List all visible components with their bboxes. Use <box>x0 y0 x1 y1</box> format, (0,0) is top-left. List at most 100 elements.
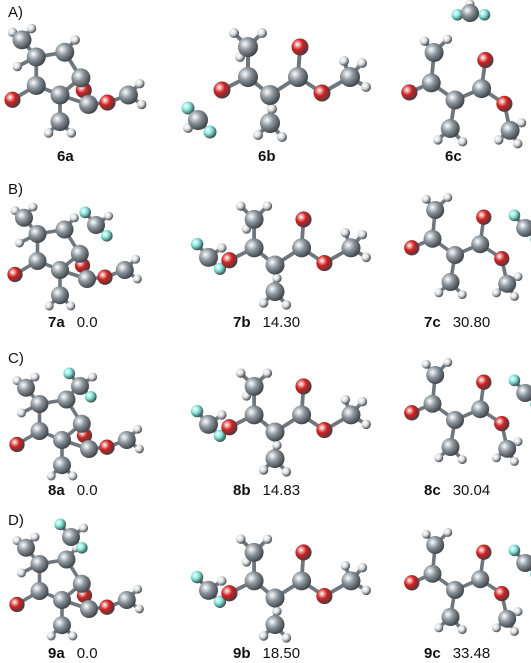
carbon-atom <box>341 405 361 425</box>
hydrogen-atom <box>442 34 453 44</box>
carbon-atom <box>446 581 464 599</box>
molecule-7a <box>7 202 142 311</box>
oxygen-atom <box>295 544 312 561</box>
hydrogen-atom <box>257 28 267 38</box>
carbon-atom <box>28 252 47 270</box>
hydrogen-atom <box>46 631 56 641</box>
hydrogen-atom <box>419 36 430 46</box>
hydrogen-atom <box>262 368 273 378</box>
carbon-atom <box>238 37 258 57</box>
carbon-atom <box>15 208 33 227</box>
carbon-atom <box>292 571 312 591</box>
hydrogen-atom <box>258 465 269 475</box>
fluorine-atom <box>508 209 521 222</box>
carbon-atom <box>341 238 361 258</box>
panel-label-a: A) <box>8 4 23 21</box>
carbon-atom <box>441 608 460 626</box>
hydrogen-atom <box>277 132 287 142</box>
hydrogen-atom <box>457 455 467 465</box>
panel-label-d: D) <box>8 512 24 529</box>
hydrogen-atom <box>513 437 523 447</box>
molecule-9a <box>9 518 144 641</box>
panel-label-b: B) <box>8 181 23 198</box>
hydrogen-atom <box>509 456 519 466</box>
oxygen-atom <box>496 95 513 112</box>
carbon-atom <box>53 431 71 449</box>
carbon-atom <box>62 528 80 546</box>
oxygen-atom <box>476 209 492 225</box>
hydrogen-atom <box>457 137 468 147</box>
hydrogen-atom <box>272 606 282 617</box>
oxygen-atom <box>221 419 238 436</box>
carbon-atom <box>57 550 76 569</box>
oxygen-atom <box>401 84 418 101</box>
carbon-atom <box>471 400 490 419</box>
oxygen-atom <box>476 374 492 390</box>
hydrogen-atom <box>68 471 78 481</box>
oxygen-atom <box>476 544 492 560</box>
hydrogen-atom <box>491 453 501 463</box>
carbon-atom <box>199 414 218 434</box>
carbon-atom <box>260 85 280 105</box>
carbon-atom <box>30 395 49 413</box>
hydrogen-atom <box>281 633 292 643</box>
carbon-atom <box>26 47 46 67</box>
carbon-atom <box>260 113 280 133</box>
hydrogen-atom <box>281 467 292 477</box>
fluorine-atom <box>478 8 491 21</box>
oxygen-atom <box>4 91 21 108</box>
carbon-atom <box>440 119 460 138</box>
hydrogen-atom <box>28 202 38 212</box>
carbon-atom <box>188 110 208 130</box>
fluorine-atom <box>79 206 92 219</box>
carbon-atom <box>50 112 70 132</box>
oxygen-atom <box>99 439 115 455</box>
hydrogen-atom <box>357 229 368 240</box>
hydrogen-atom <box>43 128 54 138</box>
carbon-atom <box>423 564 442 583</box>
carbon-atom <box>423 394 442 413</box>
carbon-atom <box>516 219 531 237</box>
hydrogen-atom <box>236 534 246 544</box>
hydrogen-atom <box>88 372 98 382</box>
carbon-atom <box>244 209 264 229</box>
caption-6b: 6b <box>258 148 276 165</box>
carbon-atom <box>516 554 531 572</box>
caption-6a: 6a <box>57 148 74 165</box>
hydrogen-atom <box>491 623 501 633</box>
hydrogen-atom <box>361 419 371 430</box>
molecule-6a <box>4 23 147 138</box>
carbon-atom <box>244 238 264 258</box>
fluorine-atom <box>508 544 521 557</box>
hydrogen-atom <box>229 28 239 38</box>
hydrogen-atom <box>516 118 527 128</box>
carbon-atom <box>30 422 49 440</box>
carbon-atom <box>53 456 71 475</box>
carbon-atom <box>244 405 264 425</box>
hydrogen-atom <box>262 201 273 211</box>
carbon-atom <box>461 4 479 22</box>
hydrogen-atom <box>79 523 89 533</box>
hydrogen-atom <box>262 534 273 544</box>
hydrogen-atom <box>357 58 367 68</box>
oxygen-atom <box>7 266 23 283</box>
fluorine-atom <box>190 237 204 251</box>
carbon-atom <box>70 244 89 263</box>
oxygen-atom <box>404 405 420 421</box>
hydrogen-atom <box>457 625 467 635</box>
hydrogen-atom <box>236 201 246 211</box>
oxygen-atom <box>99 94 116 111</box>
oxygen-atom <box>316 255 333 272</box>
carbon-atom <box>426 536 445 554</box>
hydrogen-atom <box>26 23 37 34</box>
hydrogen-atom <box>267 104 277 114</box>
carbon-atom <box>17 538 35 557</box>
carbon-atom <box>426 366 445 384</box>
carbon-atom <box>87 216 105 234</box>
panel-label-c: C) <box>8 350 24 367</box>
molecule-6b-fragment <box>181 101 217 139</box>
